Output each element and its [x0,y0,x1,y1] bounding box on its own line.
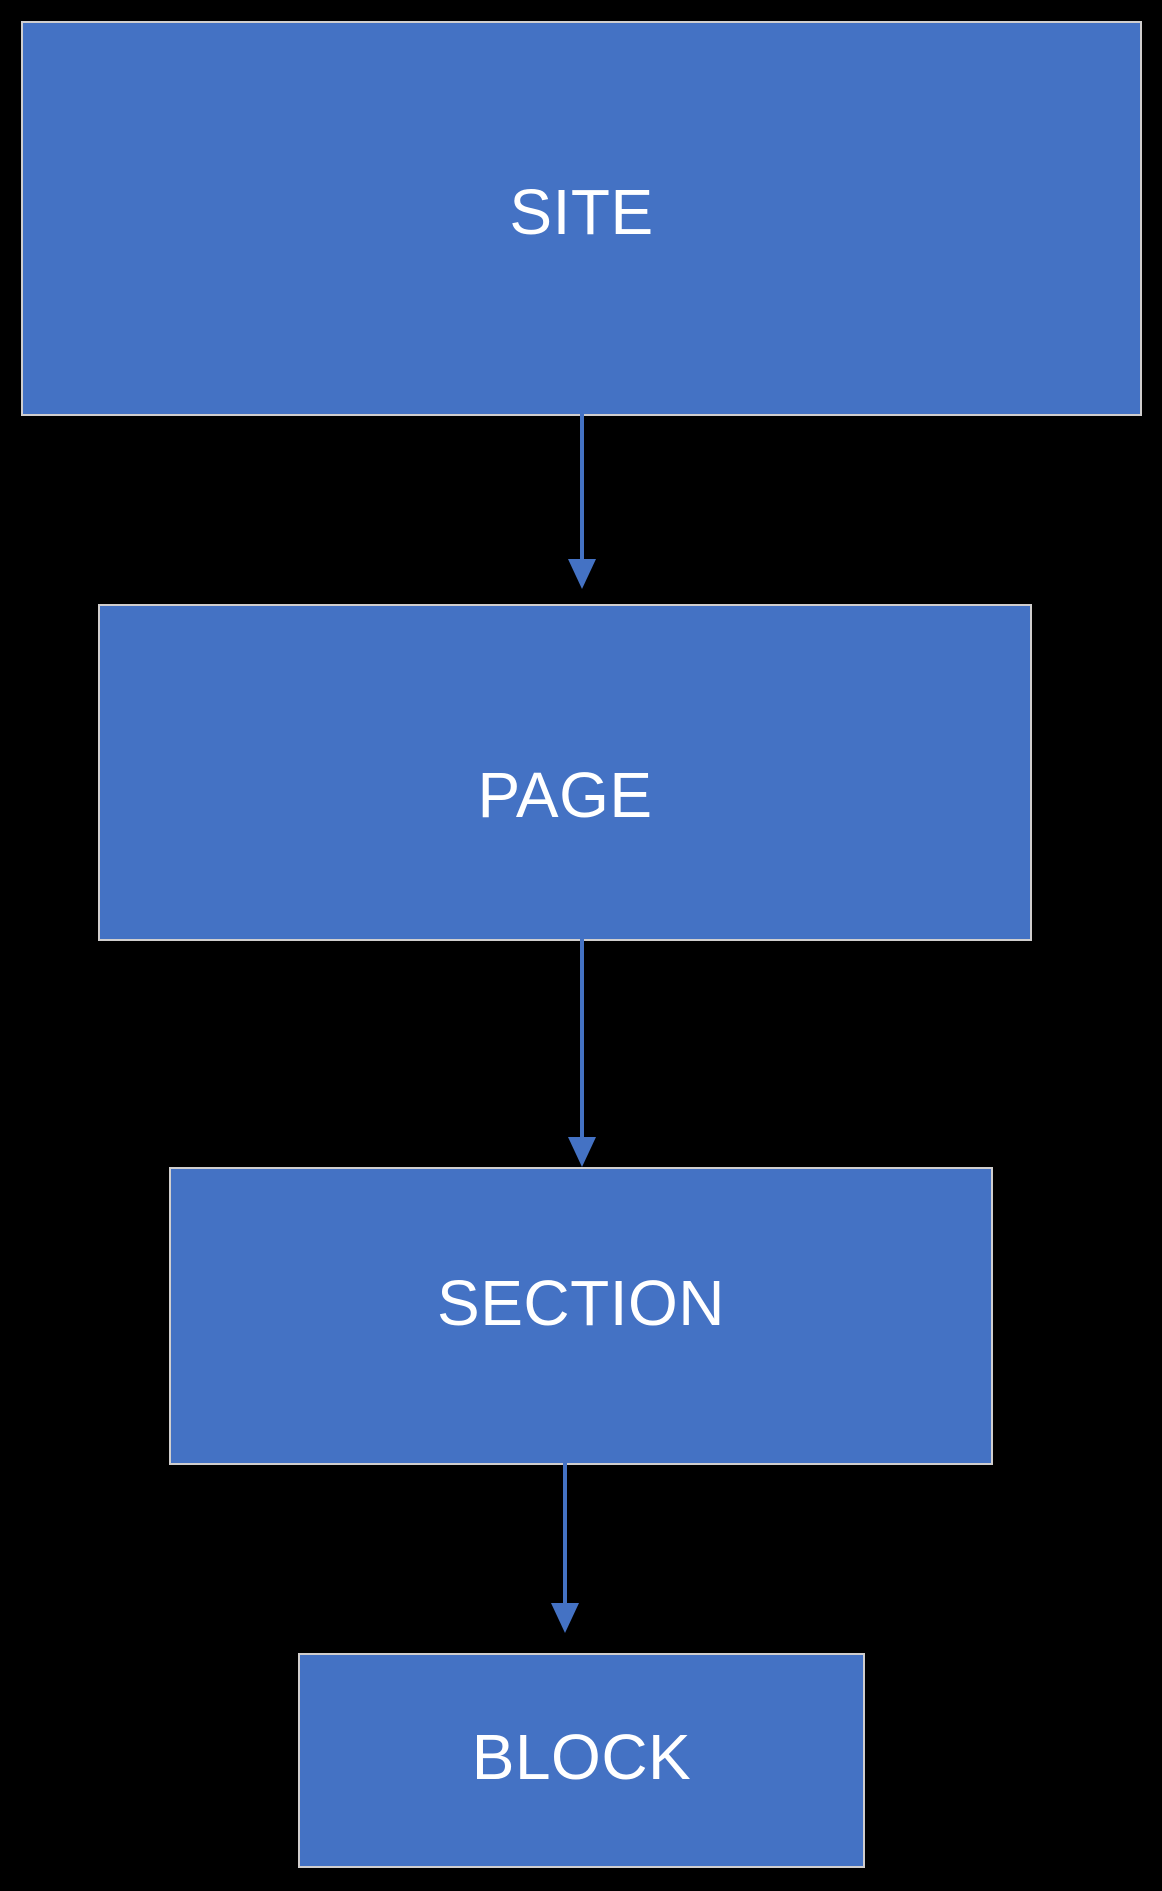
connector-line [563,1463,567,1603]
arrow-head-down-icon [568,1137,596,1167]
node-section[interactable]: SECTION [169,1167,993,1465]
connector-line [580,414,584,559]
node-section-label: SECTION [437,1267,725,1339]
node-page[interactable]: PAGE [98,604,1032,941]
node-page-label: PAGE [477,758,653,831]
node-block[interactable]: BLOCK [298,1653,865,1868]
arrow-head-down-icon [568,559,596,589]
node-site-label: SITE [509,175,654,248]
node-site[interactable]: SITE [21,21,1142,416]
connector-line [580,939,584,1137]
node-block-label: BLOCK [471,1720,692,1793]
arrow-head-down-icon [551,1603,579,1633]
